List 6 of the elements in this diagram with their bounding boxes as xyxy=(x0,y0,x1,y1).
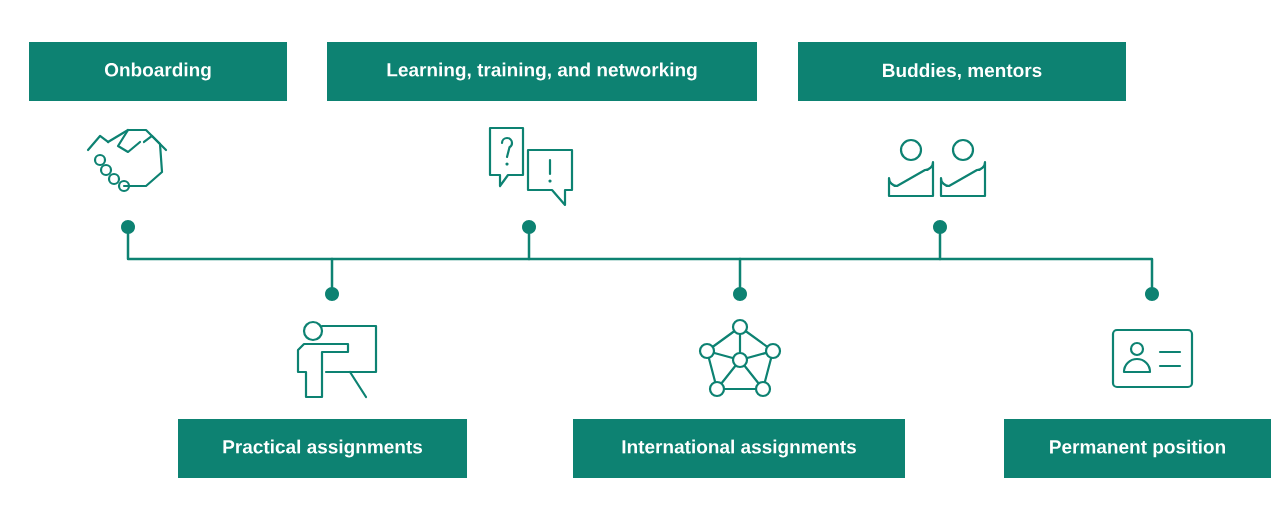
label-box: Buddies, mentors xyxy=(798,42,1126,101)
label-box: International assignments xyxy=(573,419,905,478)
label-box: Onboarding xyxy=(29,42,287,101)
label-box: Learning, training, and networking xyxy=(327,42,757,101)
label-box: Permanent position xyxy=(1004,419,1271,478)
label-box: Practical assignments xyxy=(178,419,467,478)
